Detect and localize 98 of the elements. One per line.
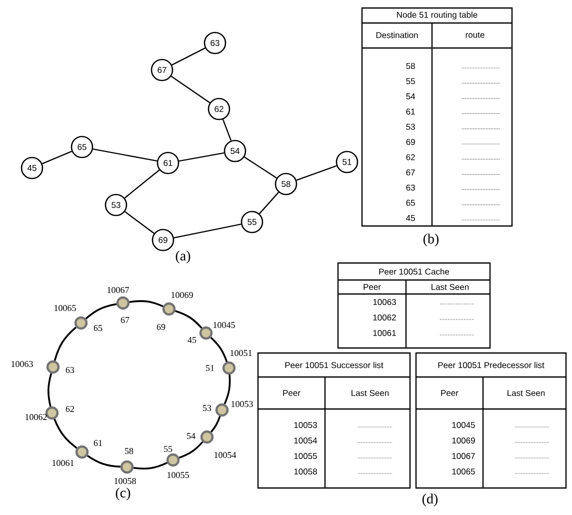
table-text: Peer [283, 390, 300, 396]
ring-arc [48, 373, 52, 407]
link-line [92, 148, 158, 162]
peer-dot [46, 360, 60, 374]
peer-label: 10063 [12, 360, 33, 368]
peer-label: 61 [94, 440, 102, 446]
table-text: Node 51 routing table [397, 12, 478, 20]
table-text: 45 [406, 215, 415, 221]
table-text: 10063 [373, 299, 396, 305]
ring-arc [86, 454, 120, 468]
peer-label: 10058 [114, 478, 136, 484]
link-line [172, 48, 206, 66]
peer-dot [120, 460, 134, 474]
peer-label: 51 [206, 365, 214, 372]
peer-dot [74, 316, 88, 330]
table-text: 10058 [294, 468, 317, 474]
table-text: Last Seen [508, 390, 545, 396]
table-text: 69 [406, 139, 415, 145]
link-line [124, 170, 160, 198]
table-text: Peer 10051 Cache [379, 268, 450, 275]
peer-label: 10053 [232, 400, 253, 408]
link-line [296, 165, 337, 181]
peer-dot [199, 326, 213, 340]
table-text: 10061 [373, 330, 396, 336]
peer-dot [200, 430, 214, 444]
table-text: 55 [406, 78, 415, 84]
table-text: Last Seen [352, 390, 389, 396]
link-line [174, 224, 242, 238]
table-text: Last Seen [432, 284, 469, 290]
peer-label: 10065 [54, 304, 76, 312]
peer-label: 58 [125, 448, 134, 454]
table-text: 62 [406, 154, 415, 160]
peer-label: 69 [156, 324, 166, 330]
peer-label: 55 [164, 446, 172, 452]
table-text: 53 [406, 124, 415, 130]
peer-label: 67 [120, 316, 130, 324]
peer-label: 62 [66, 406, 74, 412]
ring-arc [224, 374, 231, 404]
peer-dot [75, 445, 89, 459]
link-line [170, 76, 210, 104]
peer-label: 63 [66, 366, 74, 374]
ring-arc [178, 441, 204, 459]
table-text: 10045 [452, 422, 475, 428]
peer-label: 10045 [214, 322, 235, 328]
peer-dot [222, 361, 236, 375]
table-text: 54 [406, 93, 416, 100]
peer-dot [162, 302, 176, 316]
table-text: 67 [406, 169, 415, 176]
peer-label: 65 [94, 324, 102, 332]
table-text: 10054 [294, 438, 318, 444]
link-line [124, 211, 154, 234]
table-text: Destination [376, 32, 418, 38]
table-text: 10069 [452, 438, 475, 444]
ring-arc [210, 336, 228, 362]
link-line [259, 192, 280, 214]
table-text: 61 [406, 108, 415, 115]
panel-caption: (c) [116, 488, 130, 500]
peer-dot [215, 403, 229, 417]
panel-caption: (a) [176, 250, 190, 264]
peer-label: 10067 [108, 286, 129, 294]
peer-dot [166, 453, 180, 467]
peer-label: 10069 [172, 292, 193, 298]
peer-dot [45, 406, 59, 420]
peer-label: 10055 [168, 472, 189, 478]
table-text: 10053 [294, 422, 317, 428]
ring-arc [175, 310, 202, 329]
peer-dot [116, 296, 130, 310]
peer-label: 53 [203, 404, 212, 412]
panel-caption: (d) [422, 494, 438, 506]
table-text: route [466, 32, 484, 38]
ring-arc [54, 326, 77, 361]
table-text: 10067 [452, 453, 475, 459]
table-text: 65 [406, 200, 415, 206]
ring-arc [210, 416, 221, 432]
peer-label: 10062 [26, 414, 47, 420]
table-text: 10055 [294, 453, 317, 459]
table-text: 10062 [373, 314, 396, 320]
table-text: 63 [406, 184, 415, 191]
table-text: Peer [441, 390, 458, 396]
table-text: 10065 [452, 468, 475, 474]
table-text: Peer 10051 Predecessor list [438, 362, 544, 368]
link-line [222, 119, 232, 141]
table-text: 58 [406, 63, 415, 69]
ring-arc [54, 418, 78, 449]
peer-label: 10051 [230, 350, 252, 356]
ring-arc [85, 303, 117, 320]
panel-caption: (b) [423, 234, 439, 246]
peer-label: 54 [187, 433, 196, 440]
table-text: Peer 10051 Successor list [285, 362, 384, 368]
peer-label: 45 [188, 337, 196, 344]
link-line [42, 150, 72, 164]
table-text: Peer [364, 284, 381, 290]
ring-arc [129, 300, 164, 308]
peer-label: 10054 [214, 452, 236, 458]
ring-arc [133, 462, 168, 470]
link-line [178, 152, 224, 162]
link-line [244, 156, 277, 178]
peer-label: 10061 [52, 460, 74, 466]
